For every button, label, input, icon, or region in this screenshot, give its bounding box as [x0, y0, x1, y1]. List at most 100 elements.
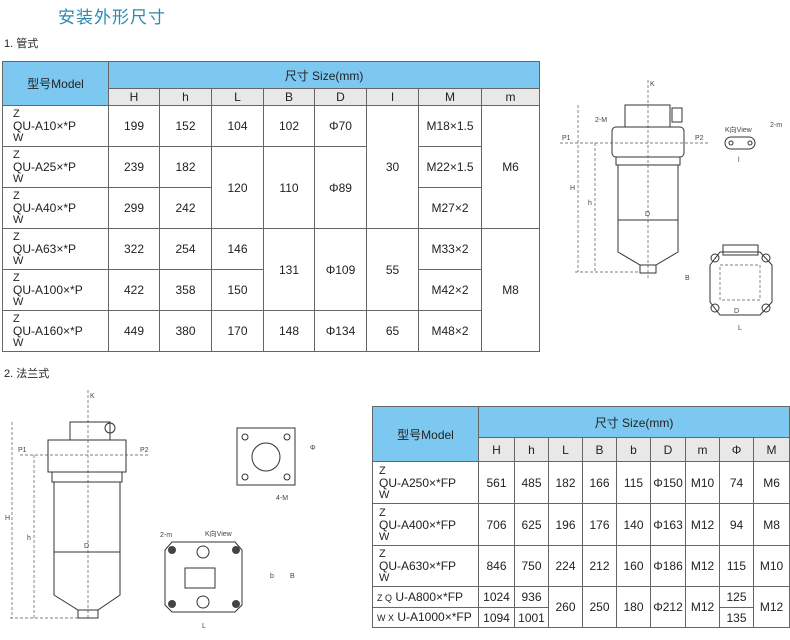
cell-phi: 135 — [719, 607, 754, 628]
label-P1: P1 — [562, 135, 571, 142]
label-H: H — [5, 515, 10, 522]
cell-b: 180 — [616, 586, 651, 628]
col-L: L — [211, 88, 264, 106]
cell-M: M48×2 — [418, 310, 482, 352]
cell-H: 422 — [108, 269, 160, 311]
label-flange: 4-M — [276, 495, 288, 502]
model-header: 型号Model — [2, 61, 109, 106]
cell-L: 224 — [548, 545, 583, 587]
cell-H: 449 — [108, 310, 160, 352]
cell-I: 65 — [366, 310, 419, 352]
cell-H: 1094 — [478, 607, 515, 628]
section-tube-type: 1. 管式 — [4, 38, 39, 50]
col-H: H — [478, 437, 515, 462]
col-D: D — [650, 437, 686, 462]
cell-B: 212 — [582, 545, 617, 587]
cell-h: 936 — [514, 586, 549, 608]
cell-B: 166 — [582, 461, 617, 504]
cell-B: 102 — [263, 105, 315, 147]
label-K: K — [90, 393, 95, 400]
cell-H: 561 — [478, 461, 515, 504]
cell-h: 485 — [514, 461, 549, 504]
cell-B: 131 — [263, 228, 315, 311]
cell-B: 250 — [582, 586, 617, 628]
cell-h: 750 — [514, 545, 549, 587]
label-h: h — [27, 535, 31, 542]
cell-B: 110 — [263, 146, 315, 229]
cell-phi: 74 — [719, 461, 754, 504]
size-header: 尺寸 Size(mm) — [107, 61, 541, 89]
cell-L: 120 — [211, 146, 264, 229]
cell-I: 30 — [366, 105, 419, 229]
model-cell: W X U-A1000×*FP — [372, 607, 479, 628]
cell-b: 115 — [616, 461, 651, 504]
cell-M: M6 — [752, 461, 790, 504]
cell-D: Φ163 — [650, 503, 686, 546]
label-M: 2-M — [595, 117, 607, 124]
cell-B: 148 — [263, 310, 315, 352]
col-D: D — [314, 88, 367, 106]
cell-L: 170 — [211, 310, 264, 352]
cell-D: Φ134 — [314, 310, 367, 352]
cell-h: 380 — [159, 310, 212, 352]
label-b: b — [270, 573, 274, 580]
page-title: 安装外形尺寸 — [58, 8, 166, 27]
label-m: 2-m — [160, 532, 172, 539]
cell-phi: 94 — [719, 503, 754, 546]
cell-phi: 125 — [719, 586, 754, 608]
label-B: B — [685, 275, 690, 282]
cell-D: Φ150 — [650, 461, 686, 504]
cell-L: 104 — [211, 105, 264, 147]
cell-H: 846 — [478, 545, 515, 587]
cell-L: 196 — [548, 503, 583, 546]
col-phi: Φ — [719, 437, 754, 462]
label-L: L — [738, 325, 742, 332]
label-phi: Φ — [310, 445, 316, 452]
col-m: m — [685, 437, 720, 462]
label-view: K向View — [725, 125, 753, 134]
col-H: H — [108, 88, 160, 106]
cell-L: 146 — [211, 228, 264, 270]
cell-M: M10 — [752, 545, 790, 587]
cell-M: M33×2 — [418, 228, 482, 270]
cell-I: 55 — [366, 228, 419, 311]
cell-h: 152 — [159, 105, 212, 147]
cell-h: 254 — [159, 228, 212, 270]
cell-M: M12 — [752, 586, 790, 628]
cell-m: M12 — [685, 545, 720, 587]
cell-H: 299 — [108, 187, 160, 229]
cell-D: Φ109 — [314, 228, 367, 311]
col-B: B — [263, 88, 315, 106]
cell-L: 182 — [548, 461, 583, 504]
col-h: h — [159, 88, 212, 106]
col-B: B — [582, 437, 617, 462]
cell-M: M8 — [752, 503, 790, 546]
model-cell: Z Q U-A800×*FP — [372, 586, 479, 608]
cell-H: 199 — [108, 105, 160, 147]
cell-phi: 115 — [719, 545, 754, 587]
cell-M: M27×2 — [418, 187, 482, 229]
label-B: B — [290, 573, 295, 580]
col-m: m — [480, 88, 541, 106]
cell-h: 242 — [159, 187, 212, 229]
label-l: l — [738, 157, 740, 164]
cell-H: 1024 — [478, 586, 515, 608]
cell-h: 1001 — [514, 607, 549, 628]
cell-h: 182 — [159, 146, 212, 188]
